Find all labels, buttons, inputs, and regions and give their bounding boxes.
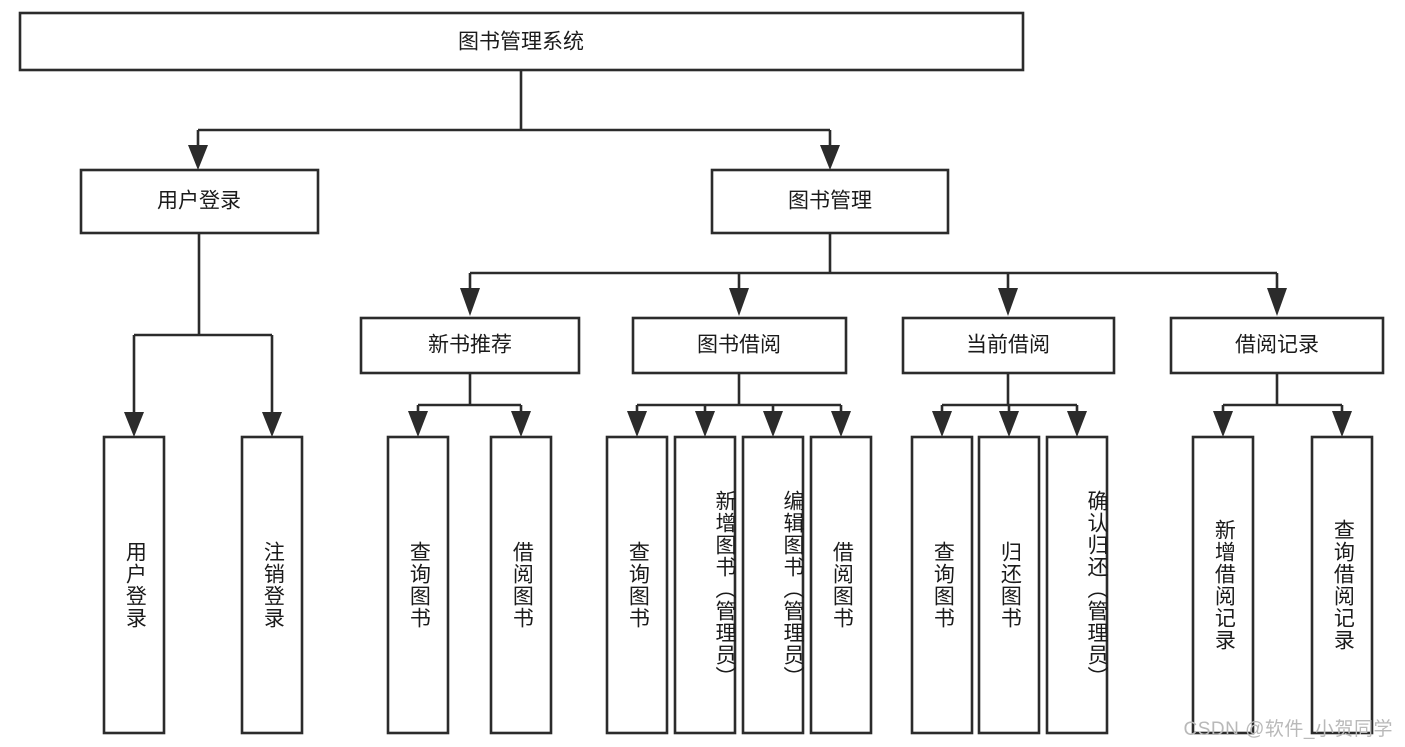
node-book-borrow[interactable]: 图书借阅: [631, 316, 848, 375]
node-user-login-box[interactable]: [79, 168, 320, 235]
watermark-text: CSDN @软件_小贺同学: [1183, 719, 1393, 740]
arrow-head-icon: [999, 411, 1019, 437]
node-new-book-rec-box[interactable]: [359, 316, 581, 375]
connector-group-current-borrow: [932, 373, 1087, 437]
arrow-head-icon: [408, 411, 428, 437]
node-book-manage[interactable]: 图书管理: [710, 168, 950, 235]
node-new-book-rec[interactable]: 新书推荐: [359, 316, 581, 375]
leaf-query-book-1-label: 查询图书: [407, 541, 431, 629]
node-current-borrow-label: 当前借阅: [966, 334, 1050, 357]
node-user-login[interactable]: 用户登录: [79, 168, 320, 235]
leaf-confirm-return-box[interactable]: [1045, 435, 1109, 735]
leaf-query-book-2-box[interactable]: [605, 435, 669, 735]
arrow-head-icon: [998, 288, 1018, 316]
node-book-borrow-label: 图书借阅: [697, 334, 781, 357]
leaf-return-book-label: 归还图书: [998, 541, 1022, 629]
arrow-head-icon: [627, 411, 647, 437]
leaf-add-record-label: 新增借阅记录: [1212, 519, 1236, 651]
leaf-add-record-box[interactable]: [1191, 435, 1255, 735]
node-current-borrow[interactable]: 当前借阅: [901, 316, 1116, 375]
leaf-edit-book-box[interactable]: [741, 435, 805, 735]
node-user-login-label: 用户登录: [157, 190, 241, 213]
arrow-head-icon: [1267, 288, 1287, 316]
connector-group-root: [188, 70, 840, 170]
leaf-user-login-label: 用户登录: [123, 541, 147, 629]
leaf-add-book-label: 新增图书（管理员）: [713, 490, 736, 688]
leaf-borrow-book-2-box[interactable]: [809, 435, 873, 735]
leaf-edit-book-label: 编辑图书（管理员）: [781, 490, 804, 688]
leaf-borrow-book-1-box[interactable]: [489, 435, 553, 735]
leaf-add-book-box[interactable]: [673, 435, 737, 735]
leaf-logout-label: 注销登录: [261, 541, 285, 629]
node-borrow-record[interactable]: 借阅记录: [1169, 316, 1385, 375]
leaf-borrow-book-1-label: 借阅图书: [510, 541, 534, 629]
connector-group-user-login: [124, 233, 282, 437]
arrow-head-icon: [262, 412, 282, 437]
node-root-label: 图书管理系统: [458, 31, 584, 54]
arrow-head-icon: [820, 145, 840, 170]
leaf-query-record-box[interactable]: [1310, 435, 1374, 735]
node-new-book-rec-label: 新书推荐: [428, 334, 512, 357]
leaf-query-book-3-label: 查询图书: [931, 541, 955, 629]
arrow-head-icon: [188, 145, 208, 170]
arrow-head-icon: [124, 412, 144, 437]
arrow-head-icon: [831, 411, 851, 437]
leaf-return-book-box[interactable]: [977, 435, 1041, 735]
arrow-head-icon: [460, 288, 480, 316]
leaf-user-login-box[interactable]: [102, 435, 166, 735]
node-book-manage-label: 图书管理: [788, 190, 872, 213]
arrow-head-icon: [763, 411, 783, 437]
arrow-head-icon: [1067, 411, 1087, 437]
leaf-logout-box[interactable]: [240, 435, 304, 735]
leaf-box-group: [102, 435, 1374, 735]
arrow-head-icon: [1332, 411, 1352, 437]
leaf-query-record-label: 查询借阅记录: [1331, 519, 1355, 651]
leaf-borrow-book-2-label: 借阅图书: [830, 541, 854, 629]
node-borrow-record-box[interactable]: [1169, 316, 1385, 375]
node-root-box[interactable]: [18, 11, 1025, 72]
node-book-borrow-box[interactable]: [631, 316, 848, 375]
arrow-head-icon: [511, 411, 531, 437]
connector-group-borrow-record: [1213, 373, 1352, 437]
leaf-query-book-3-box[interactable]: [910, 435, 974, 735]
node-borrow-record-label: 借阅记录: [1235, 334, 1319, 357]
leaf-query-book-1-box[interactable]: [386, 435, 450, 735]
node-book-manage-box[interactable]: [710, 168, 950, 235]
arrow-head-icon: [729, 288, 749, 316]
leaf-confirm-return-label: 确认归还（管理员）: [1085, 490, 1108, 688]
arrow-head-icon: [932, 411, 952, 437]
connector-group-book-borrow: [627, 373, 851, 437]
connector-group-new-book-rec: [408, 373, 531, 437]
connector-group-book-manage: [460, 233, 1287, 316]
arrow-head-icon: [695, 411, 715, 437]
node-root[interactable]: 图书管理系统: [18, 11, 1025, 72]
arrow-head-icon: [1213, 411, 1233, 437]
leaf-query-book-2-label: 查询图书: [626, 541, 650, 629]
node-current-borrow-box[interactable]: [901, 316, 1116, 375]
